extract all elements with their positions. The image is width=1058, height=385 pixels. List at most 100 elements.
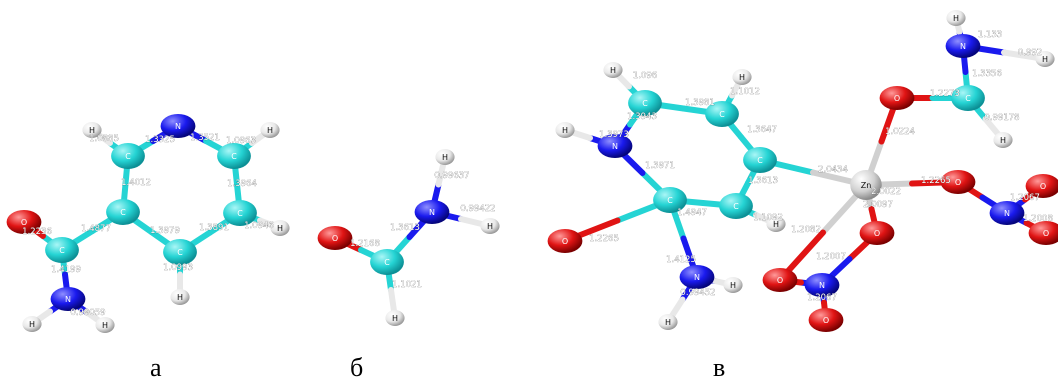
atom-c-o-6: O [547,229,583,253]
atom-a-c-4: C [106,199,140,225]
bond-length-label-c-8: 1.4947 [677,208,707,218]
svg-text:C: C [642,99,648,108]
atom-a-c-3: C [163,239,197,265]
atom-b-c-1: C [370,249,404,275]
svg-text:H: H [102,321,108,330]
svg-text:H: H [610,66,616,75]
atom-c-o-23: O [762,268,798,292]
svg-text:C: C [125,152,131,161]
bond-length-label-c-25: 1.2007 [816,252,846,262]
bond-length-label-c-13: 1.0224 [885,127,915,137]
atom-a-c-6: C [45,237,79,263]
bond-length-label-b-1: 1.3613 [390,223,420,233]
svg-text:N: N [65,295,71,304]
bond-length-label-a-0: 1.3325 [145,135,175,145]
svg-text:C: C [237,209,243,218]
svg-text:C: C [59,246,65,255]
bond-length-label-a-13: 0.99059 [70,308,105,318]
atom-a-c-2: C [223,200,257,226]
atom-b-h-4: H [480,218,500,234]
bond-length-label-b-4: 0.99422 [460,204,495,214]
bond-length-label-a-10: 1.4877 [81,224,111,234]
svg-text:H: H [267,126,273,135]
bond-length-label-b-0: 1.2168 [350,239,380,249]
bond-length-label-a-7: 1.0963 [226,136,256,146]
svg-text:H: H [953,14,959,23]
bond-length-label-c-9: 1.1092 [753,213,783,223]
atom-a-c-1: C [217,143,251,169]
bond-length-label-a-6: 1.0885 [89,134,119,144]
svg-text:N: N [1004,209,1010,218]
atom-b-h-5: H [385,310,405,326]
atom-a-o-7: O [6,210,42,234]
atom-a-h-11: H [270,220,290,236]
bond-length-label-a-5: 1.4012 [121,178,151,188]
bond-length-label-a-8: 1.0946 [244,221,274,231]
atom-b-o-0: O [317,226,353,250]
bond-length-label-c-17: 1.3356 [972,69,1002,79]
svg-text:C: C [177,248,183,257]
atom-c-o-24: O [808,308,844,332]
svg-text:H: H [177,293,183,302]
atom-c-h-12: H [658,314,678,330]
bond-length-label-c-14: 2.0434 [818,165,848,175]
svg-text:O: O [562,237,568,246]
bond-length-label-c-26: 1.2067 [1010,193,1040,203]
svg-text:N: N [429,208,435,217]
svg-text:H: H [739,73,745,82]
bond-length-label-b-2: 1.1021 [392,280,422,290]
svg-text:C: C [384,258,390,267]
svg-text:O: O [777,276,783,285]
svg-text:H: H [89,126,95,135]
svg-text:O: O [955,178,961,187]
atom-c-o-25: O [940,170,976,194]
atom-c-h-11: H [766,216,786,232]
bond-length-label-c-27: 1.2008 [1023,214,1053,224]
bond-length-label-a-3: 1.3891 [199,223,229,233]
bond-length-label-a-4: 1.3979 [150,226,180,236]
atom-a-h-14: H [95,317,115,333]
svg-text:H: H [562,126,568,135]
atom-a-h-9: H [82,122,102,138]
svg-text:H: H [773,220,779,229]
svg-text:H: H [29,320,35,329]
bond-length-label-c-24: 1.2082 [791,225,821,235]
bond-length-label-c-15: 2.0022 [871,187,901,197]
svg-text:N: N [819,281,825,290]
atom-c-c-1: C [705,101,739,127]
svg-text:O: O [874,229,880,238]
svg-text:H: H [487,222,493,231]
svg-text:N: N [694,273,700,282]
atom-c-o-28: O [1028,221,1058,245]
svg-text:C: C [120,208,126,217]
atom-c-h-19: H [1035,51,1055,67]
bond-length-label-a-11: 1.2236 [22,227,52,237]
svg-text:O: O [823,316,829,325]
caption-c: в [713,353,726,382]
svg-text:O: O [21,218,27,227]
bond-length-label-c-18: 1.133 [978,30,1002,40]
atom-a-h-10: H [260,122,280,138]
atom-a-n-8: N [50,287,86,311]
bond-length-label-c-21: 1.2265 [921,176,951,186]
atom-c-c-4: C [653,187,687,213]
svg-text:N: N [612,142,618,151]
bond-length-label-c-16: 1.2273 [930,89,960,99]
svg-text:C: C [667,196,673,205]
svg-text:H: H [442,153,448,162]
atom-c-h-20: H [993,132,1013,148]
atom-b-n-2: N [414,200,450,224]
atom-c-c-3: C [719,193,753,219]
atom-c-o-21: O [859,221,895,245]
atom-c-c-16: C [951,85,985,111]
svg-text:H: H [1000,136,1006,145]
bond-length-label-c-6: 1.3971 [645,161,675,171]
svg-text:O: O [332,234,338,243]
bonds-layer [21,15,1049,328]
bond-length-label-c-1: 1.3981 [685,98,715,108]
svg-text:O: O [1043,229,1049,238]
svg-text:O: O [894,94,900,103]
caption-a: а [150,353,162,382]
svg-text:H: H [665,318,671,327]
